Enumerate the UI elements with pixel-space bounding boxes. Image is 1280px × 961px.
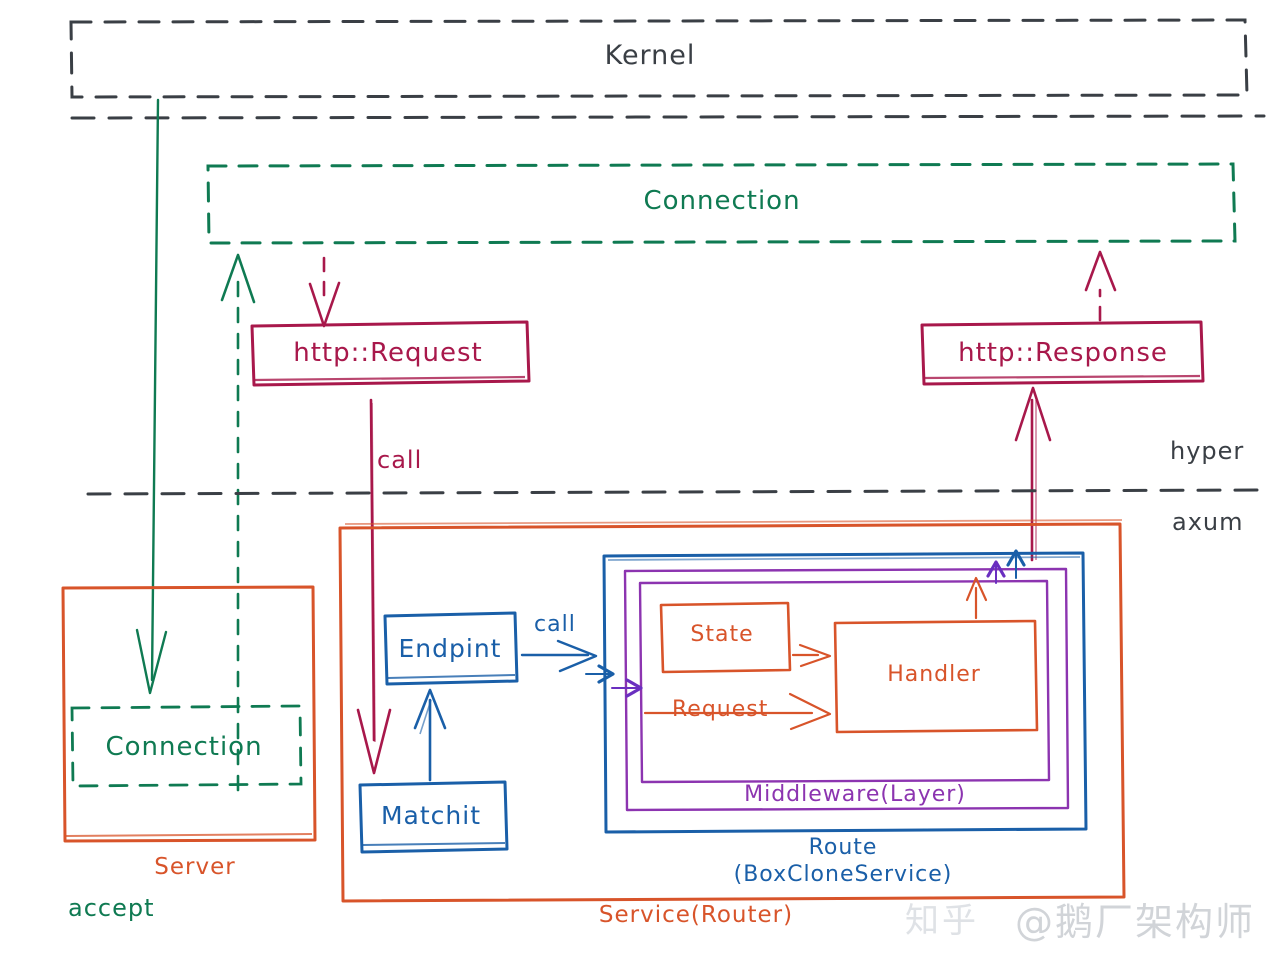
server-label: Server xyxy=(154,854,236,880)
accept-label: accept xyxy=(68,894,155,922)
call-request-label: call xyxy=(377,446,423,474)
request-downward-dashed-arrow xyxy=(308,256,341,328)
state-label: State xyxy=(690,622,754,647)
handler-output-arrow xyxy=(965,576,988,620)
call-request-arrow xyxy=(356,398,392,775)
http-request-box xyxy=(250,320,531,387)
middleware-box xyxy=(623,567,1070,812)
http-request-label: http::Request xyxy=(293,338,483,368)
hyper-layer-label: hyper xyxy=(1170,437,1245,465)
service-router-box xyxy=(338,519,1126,903)
handler-box xyxy=(833,619,1039,734)
author-watermark: @鹅厂架构师 xyxy=(1015,900,1256,944)
route-label-line2: (BoxCloneService) xyxy=(733,862,953,887)
server-box xyxy=(61,585,317,843)
connection-top-label: Connection xyxy=(643,186,801,216)
response-upward-dashed-arrow xyxy=(1084,250,1117,322)
connection-inner-label: Connection xyxy=(105,732,263,762)
call-endpoint-label: call xyxy=(534,612,576,637)
accept-connection-arrow xyxy=(135,98,168,695)
kernel-box xyxy=(69,18,1249,99)
response-upward-arrow xyxy=(1014,386,1052,562)
connection-upward-dashed-arrow xyxy=(220,253,256,792)
axum-layer-label: axum xyxy=(1172,508,1244,536)
call-endpoint-arrow xyxy=(520,639,598,673)
matchit-to-endpint-arrow xyxy=(413,688,447,782)
endpint-label: Endpint xyxy=(398,634,502,663)
state-box xyxy=(659,601,792,674)
request-to-handler-arrow xyxy=(643,692,832,731)
service-router-label: Service(Router) xyxy=(598,902,794,928)
handler-label: Handler xyxy=(887,662,981,687)
matchit-box xyxy=(358,780,509,854)
route-label-line1: Route xyxy=(808,835,878,860)
request-arrow-label: Request xyxy=(672,697,769,722)
http-response-box xyxy=(920,320,1205,386)
middleware-label: Middleware(Layer) xyxy=(744,782,966,807)
connection-top-box xyxy=(206,162,1237,245)
layer-divider-hyper-axum xyxy=(86,488,1266,496)
layer-divider-kernel-hyper xyxy=(70,114,1266,120)
endpint-box xyxy=(383,611,519,686)
matchit-label: Matchit xyxy=(380,801,482,830)
route-box xyxy=(602,551,1088,834)
state-to-handler-arrow xyxy=(791,643,832,668)
kernel-label: Kernel xyxy=(604,40,696,71)
zhihu-logo-watermark: 知乎 xyxy=(905,901,979,941)
connection-inner-box xyxy=(70,704,303,788)
http-response-label: http::Response xyxy=(958,338,1168,368)
